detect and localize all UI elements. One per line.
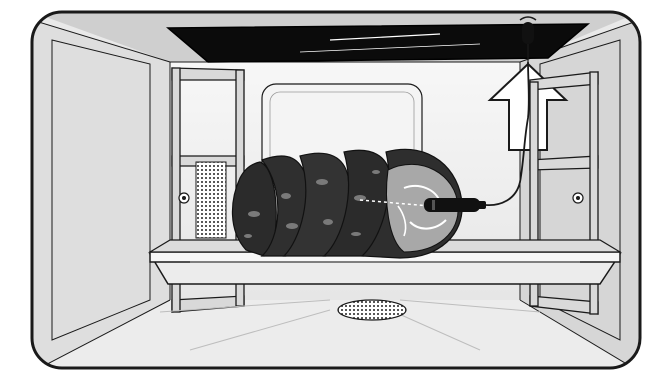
fan-grille	[338, 300, 406, 320]
oven-cavity	[32, 12, 640, 372]
left-mesh	[196, 162, 226, 238]
meat-probe	[424, 198, 486, 212]
